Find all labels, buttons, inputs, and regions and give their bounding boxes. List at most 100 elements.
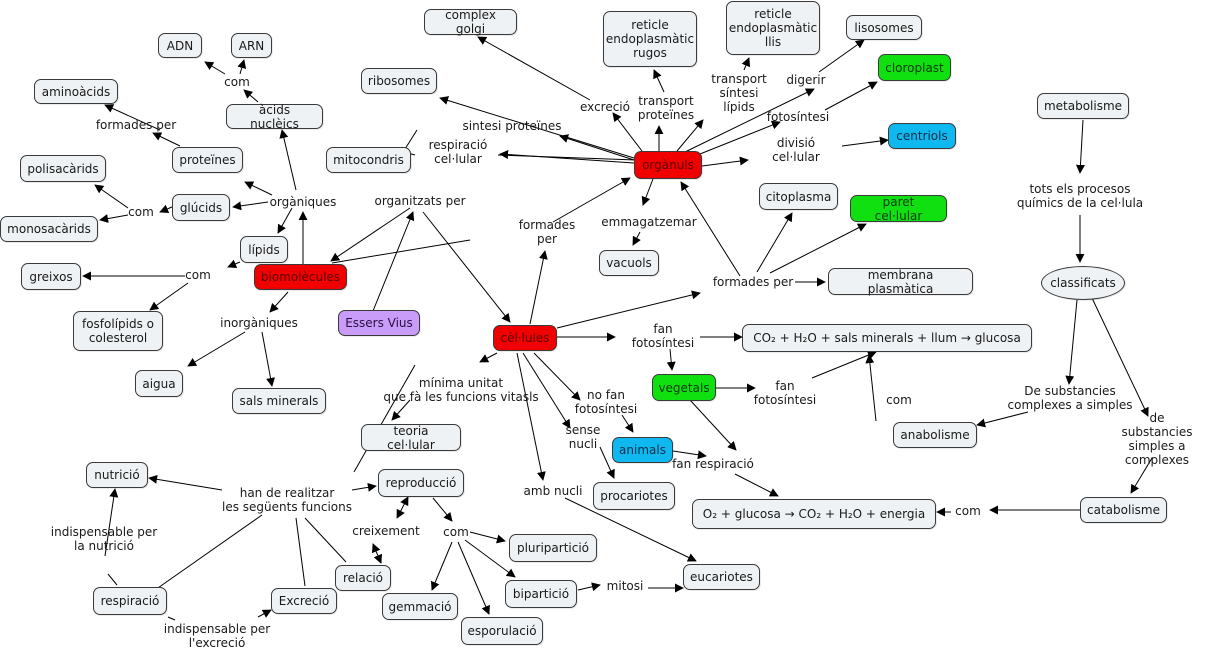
connection-line — [304, 517, 347, 563]
connection-line — [756, 212, 793, 273]
node-paret-cellular[interactable]: paret cel·lular — [850, 195, 947, 223]
connection-line — [396, 496, 409, 519]
node-teoria-cellular[interactable]: teoria cel·lular — [361, 424, 461, 452]
connection-line — [841, 136, 889, 147]
node-organuls[interactable]: orgànuls — [634, 151, 702, 179]
node-acids-nucleics[interactable]: àcids nuclèics — [226, 103, 323, 131]
label-emmagatzemar: emmagatzemar — [601, 215, 697, 229]
node-adn[interactable]: ADN — [158, 33, 202, 58]
node-aminoacids[interactable]: aminoàcids — [34, 79, 118, 104]
node-vegetals[interactable]: vegetals — [652, 374, 716, 401]
node-relacio[interactable]: relació — [335, 565, 391, 591]
label-fotosintesi-organuls: fotosíntesi — [766, 110, 830, 124]
node-vacuols[interactable]: vacuols — [599, 250, 659, 276]
connection-line — [227, 259, 241, 269]
label-com-catabolisme: com — [955, 504, 981, 518]
connection-line — [672, 450, 707, 460]
node-reticle-llis[interactable]: reticle endoplasmàtic llis — [726, 1, 820, 55]
connection-line — [237, 59, 247, 75]
node-aigua[interactable]: aigua — [135, 370, 183, 397]
node-fosfolipids[interactable]: fosfolípids o colesterol — [73, 311, 163, 351]
label-organitzats-per: organitzats per — [374, 194, 466, 208]
connection-line — [295, 517, 306, 587]
node-fotosintesi-equation[interactable]: CO₂ + H₂O + sals minerals + llum → gluco… — [742, 324, 1032, 352]
connection-line — [612, 112, 643, 152]
node-anabolisme[interactable]: anabolisme — [893, 422, 977, 448]
connection-line — [477, 36, 591, 101]
connection-line — [257, 609, 272, 618]
node-mitocondris[interactable]: mitocondris — [326, 147, 411, 173]
node-metabolisme[interactable]: metabolisme — [1037, 93, 1129, 119]
connection-line — [641, 178, 654, 206]
connection-line — [1065, 299, 1078, 385]
connection-line — [653, 69, 665, 93]
node-reticle-rugos[interactable]: reticle endoplasmàtic rugos — [603, 11, 697, 67]
node-nutricio[interactable]: nutrició — [86, 462, 148, 488]
connection-line — [99, 214, 129, 224]
label-tots-els-procesos: tots els procesos químics de la cel·lula — [1016, 182, 1144, 210]
connection-line — [432, 497, 453, 522]
node-ribosomes[interactable]: ribosomes — [361, 68, 437, 94]
node-arn[interactable]: ARN — [231, 33, 272, 58]
node-classificats[interactable]: classificats — [1041, 266, 1125, 300]
node-monosacarids[interactable]: monosacàrids — [0, 216, 98, 242]
connection-line — [1091, 297, 1149, 417]
connection-line — [167, 616, 176, 621]
label-fan-fotosintesi-vegetals: fan fotosíntesi — [753, 379, 817, 407]
connection-line — [621, 414, 634, 433]
connection-line — [824, 81, 878, 111]
label-respiracio-cellular: respiració cel·lular — [428, 138, 488, 166]
node-citoplasma[interactable]: citoplasma — [759, 183, 838, 210]
connection-line — [479, 352, 498, 363]
connection-line — [404, 129, 418, 150]
node-biparticio[interactable]: bipartició — [505, 580, 577, 608]
node-catabolisme[interactable]: catabolisme — [1080, 497, 1167, 523]
connection-line — [330, 207, 411, 262]
node-cellules[interactable]: cèl·lules — [493, 325, 557, 351]
node-reproduccio[interactable]: reproducció — [378, 469, 464, 497]
label-creixement: creixement — [352, 524, 420, 538]
label-han-de-realitzar: han de realitzar les següents funcions — [222, 486, 352, 514]
connection-line — [680, 181, 741, 277]
label-formades-per-membrana: formades per — [712, 275, 794, 289]
node-sals-minerals[interactable]: sals minerals — [232, 388, 326, 414]
node-membrana[interactable]: membrana plasmàtica — [828, 268, 973, 296]
connection-line — [1130, 457, 1153, 494]
node-animals[interactable]: animals — [612, 437, 673, 463]
node-centriols[interactable]: centriols — [888, 123, 956, 149]
node-pluriparticio[interactable]: pluripartició — [509, 534, 597, 562]
connection-line — [430, 541, 453, 591]
node-essers-vius[interactable]: Essers Vius — [338, 310, 420, 336]
connection-line — [149, 282, 189, 311]
node-cloroplast[interactable]: cloroplast — [878, 54, 951, 81]
node-respiracio[interactable]: respiració — [93, 587, 167, 615]
connection-line — [187, 331, 246, 367]
connection-line — [741, 57, 751, 71]
node-esporulacio[interactable]: esporulació — [461, 617, 543, 645]
connection-line — [734, 473, 779, 497]
node-complex-golgi[interactable]: complex golgi — [424, 8, 517, 36]
node-biomolecules[interactable]: biomolècules — [254, 264, 347, 290]
node-procariotes[interactable]: procariotes — [593, 482, 675, 510]
connection-line — [353, 364, 416, 473]
connection-line — [599, 446, 615, 479]
node-lipids[interactable]: lípids — [240, 236, 288, 263]
node-proteines[interactable]: proteïnes — [172, 147, 243, 173]
label-transport-proteines: transport proteïnes — [637, 94, 695, 122]
node-greixos[interactable]: greixos — [21, 263, 81, 290]
connection-line — [811, 350, 877, 379]
node-respiracio-equation[interactable]: O₂ + glucosa → CO₂ + H₂O + energia — [692, 499, 936, 529]
connection-line — [1075, 119, 1085, 174]
node-glucids[interactable]: glúcids — [172, 194, 230, 221]
node-gemmacio[interactable]: gemmació — [382, 593, 458, 620]
label-sense-nucli: sense nucli — [565, 423, 601, 451]
node-lisosomes[interactable]: lisosomes — [846, 15, 922, 40]
connection-line — [104, 104, 161, 131]
node-eucariotes[interactable]: eucariotes — [683, 564, 760, 590]
node-polisacarids[interactable]: polisacàrids — [20, 155, 106, 182]
connection-line — [556, 290, 701, 329]
connection-line — [666, 348, 676, 371]
connection-line — [689, 399, 737, 451]
node-excrecio[interactable]: Excreció — [271, 588, 337, 614]
